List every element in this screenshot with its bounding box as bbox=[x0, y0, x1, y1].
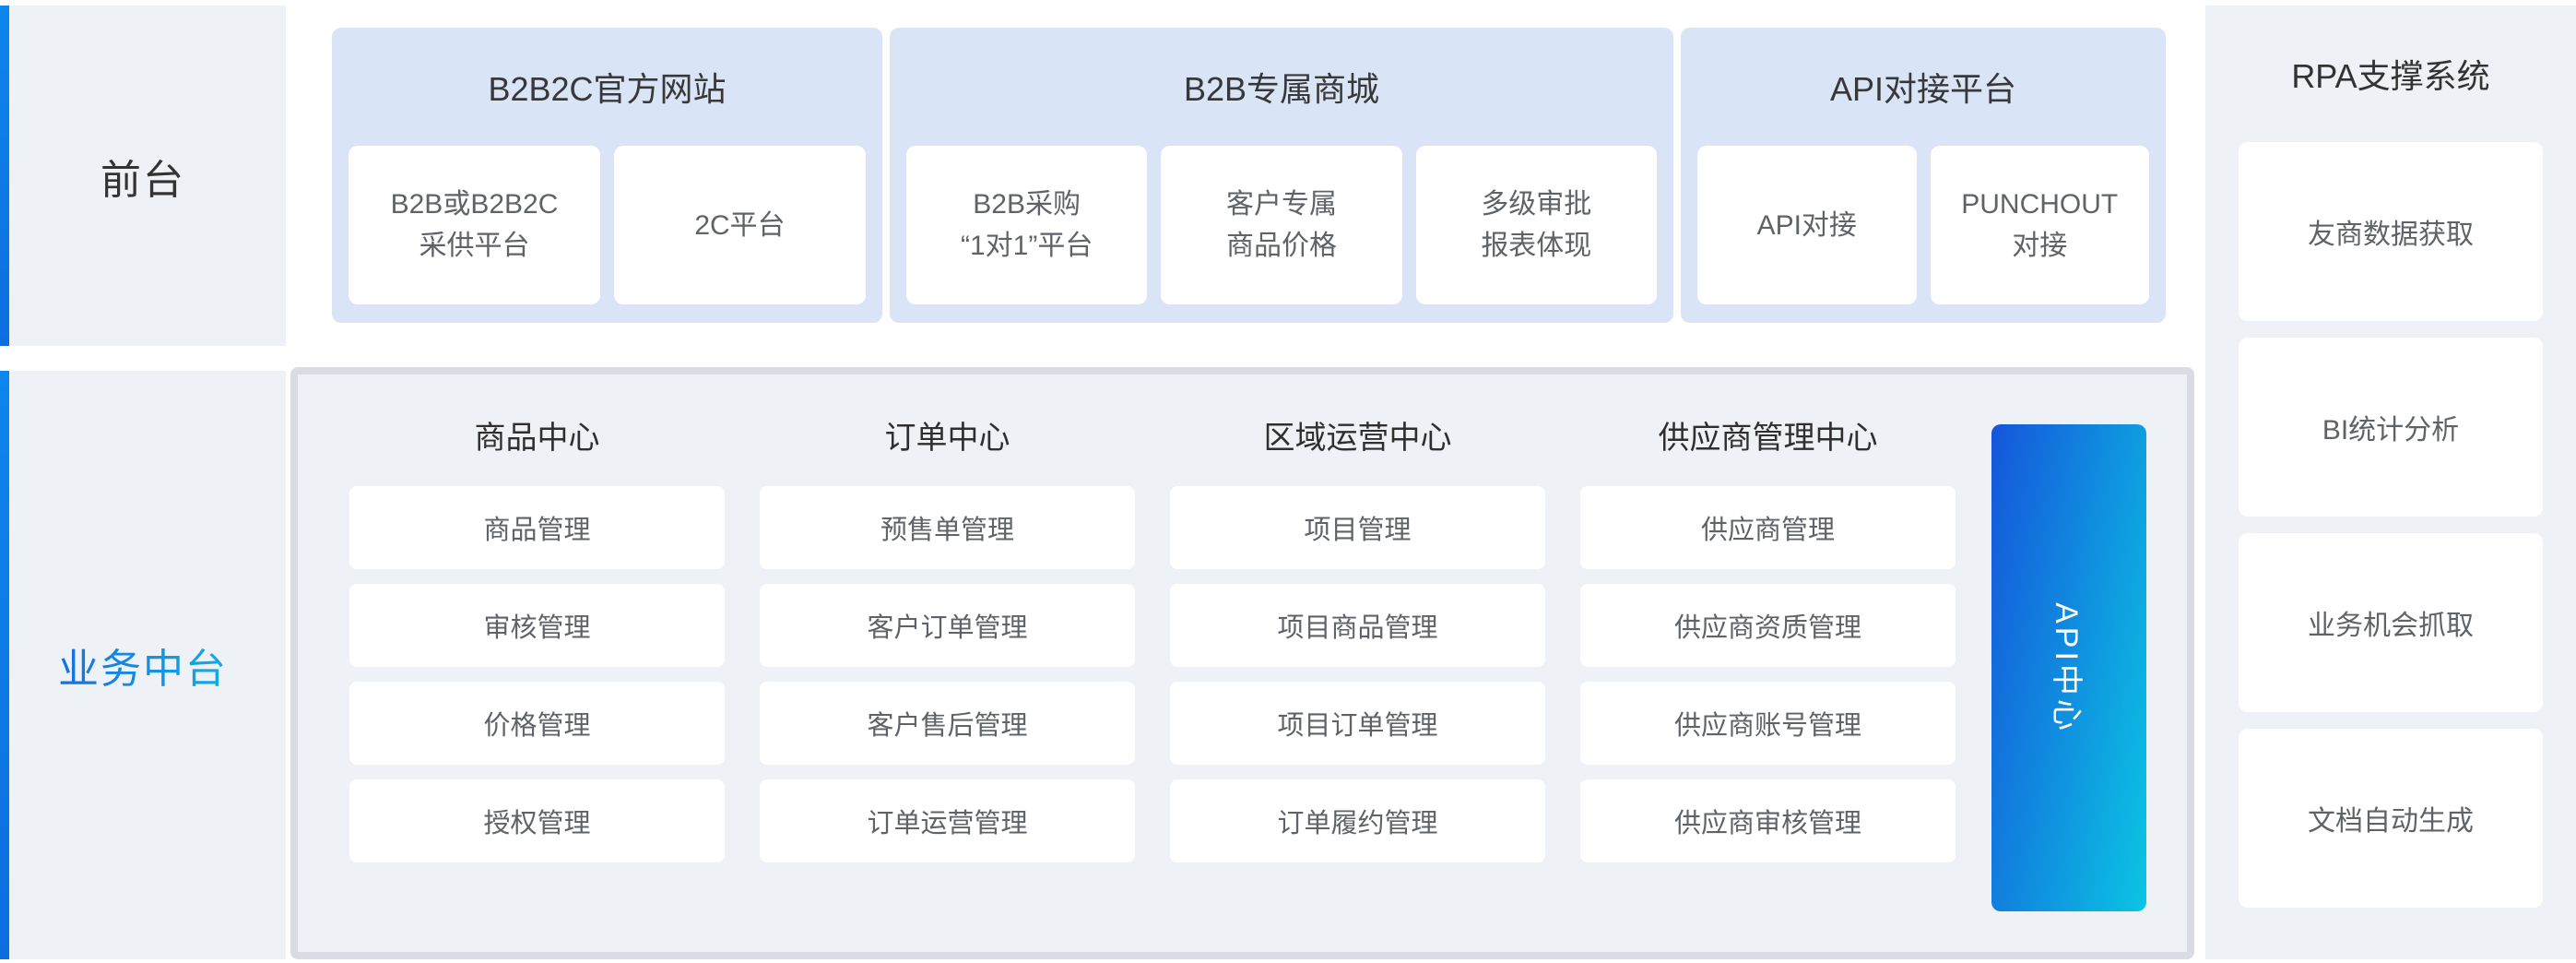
center-regional-operation-title: 区域运营中心 bbox=[1263, 421, 1452, 456]
group-api-platform-title: API对接平台 bbox=[1829, 70, 2017, 108]
item-customer-order-management: 客户订单管理 bbox=[760, 584, 1135, 667]
group-api-platform-cards: API对接 PUNCHOUT 对接 bbox=[1681, 146, 2166, 304]
item-authorization-management: 授权管理 bbox=[349, 779, 725, 862]
item-presale-order-management: 预售单管理 bbox=[760, 486, 1135, 569]
group-b2b2c-website: B2B2C官方网站 B2B或B2B2C 采供平台 2C平台 bbox=[332, 28, 882, 323]
api-center-bar: API中心 bbox=[1991, 424, 2146, 911]
card-business-opportunity-capture: 业务机会抓取 bbox=[2239, 533, 2543, 712]
business-stage-accent-bar bbox=[0, 371, 9, 959]
card-competitor-data-capture: 友商数据获取 bbox=[2239, 142, 2543, 321]
front-stage-panel: 前台 bbox=[0, 6, 286, 346]
group-b2b2c-website-cards: B2B或B2B2C 采供平台 2C平台 bbox=[332, 146, 882, 304]
card-b2b-b2b2c-platform: B2B或B2B2C 采供平台 bbox=[349, 146, 600, 304]
card-customer-exclusive-price: 客户专属 商品价格 bbox=[1161, 146, 1402, 304]
center-supplier-management: 供应商管理中心 供应商管理 供应商资质管理 供应商账号管理 供应商审核管理 bbox=[1580, 417, 1956, 877]
front-stage-label: 前台 bbox=[100, 157, 185, 203]
api-center-label: API中心 bbox=[2048, 601, 2084, 734]
center-order: 订单中心 预售单管理 客户订单管理 客户售后管理 订单运营管理 bbox=[760, 417, 1135, 877]
item-supplier-qualification-management: 供应商资质管理 bbox=[1580, 584, 1956, 667]
item-supplier-management: 供应商管理 bbox=[1580, 486, 1956, 569]
item-customer-aftersales-management: 客户售后管理 bbox=[760, 682, 1135, 765]
item-project-order-management: 项目订单管理 bbox=[1170, 682, 1545, 765]
group-b2b-mall: B2B专属商城 B2B采购 “1对1”平台 客户专属 商品价格 多级审批 报表体… bbox=[890, 28, 1673, 323]
business-stage-panel: 业务中台 bbox=[0, 371, 286, 959]
card-bi-statistical-analysis: BI统计分析 bbox=[2239, 338, 2543, 517]
card-document-auto-generation: 文档自动生成 bbox=[2239, 729, 2543, 908]
card-punchout-integration: PUNCHOUT 对接 bbox=[1930, 146, 2149, 304]
item-supplier-review-management: 供应商审核管理 bbox=[1580, 779, 1956, 862]
item-price-management: 价格管理 bbox=[349, 682, 725, 765]
group-b2b2c-website-title: B2B2C官方网站 bbox=[488, 70, 727, 108]
item-order-operation-management: 订单运营管理 bbox=[760, 779, 1135, 862]
group-b2b-mall-cards: B2B采购 “1对1”平台 客户专属 商品价格 多级审批 报表体现 bbox=[890, 146, 1673, 304]
item-project-management: 项目管理 bbox=[1170, 486, 1545, 569]
item-review-management: 审核管理 bbox=[349, 584, 725, 667]
rpa-cards: 友商数据获取 BI统计分析 业务机会抓取 文档自动生成 bbox=[2205, 142, 2576, 908]
center-product: 商品中心 商品管理 审核管理 价格管理 授权管理 bbox=[349, 417, 725, 877]
item-product-management: 商品管理 bbox=[349, 486, 725, 569]
group-b2b-mall-title: B2B专属商城 bbox=[1183, 70, 1380, 108]
center-regional-operation: 区域运营中心 项目管理 项目商品管理 项目订单管理 订单履约管理 bbox=[1170, 417, 1545, 877]
group-api-platform: API对接平台 API对接 PUNCHOUT 对接 bbox=[1681, 28, 2166, 323]
item-order-fulfillment-management: 订单履约管理 bbox=[1170, 779, 1545, 862]
business-middle-container: 商品中心 商品管理 审核管理 价格管理 授权管理 订单中心 预售单管理 客户订单… bbox=[290, 367, 2194, 959]
rpa-panel: RPA支撑系统 友商数据获取 BI统计分析 业务机会抓取 文档自动生成 bbox=[2205, 6, 2576, 959]
center-order-title: 订单中心 bbox=[884, 421, 1010, 456]
item-supplier-account-management: 供应商账号管理 bbox=[1580, 682, 1956, 765]
front-stage-accent-bar bbox=[0, 6, 9, 346]
rpa-panel-title: RPA支撑系统 bbox=[2291, 57, 2490, 95]
card-api-integration: API对接 bbox=[1697, 146, 1917, 304]
center-supplier-management-title: 供应商管理中心 bbox=[1658, 421, 1878, 456]
card-b2b-procurement-platform: B2B采购 “1对1”平台 bbox=[906, 146, 1148, 304]
card-multilevel-approval-report: 多级审批 报表体现 bbox=[1415, 146, 1657, 304]
center-product-title: 商品中心 bbox=[474, 421, 600, 456]
item-project-product-management: 项目商品管理 bbox=[1170, 584, 1545, 667]
business-stage-label: 业务中台 bbox=[0, 371, 286, 959]
card-2c-platform: 2C平台 bbox=[614, 146, 866, 304]
